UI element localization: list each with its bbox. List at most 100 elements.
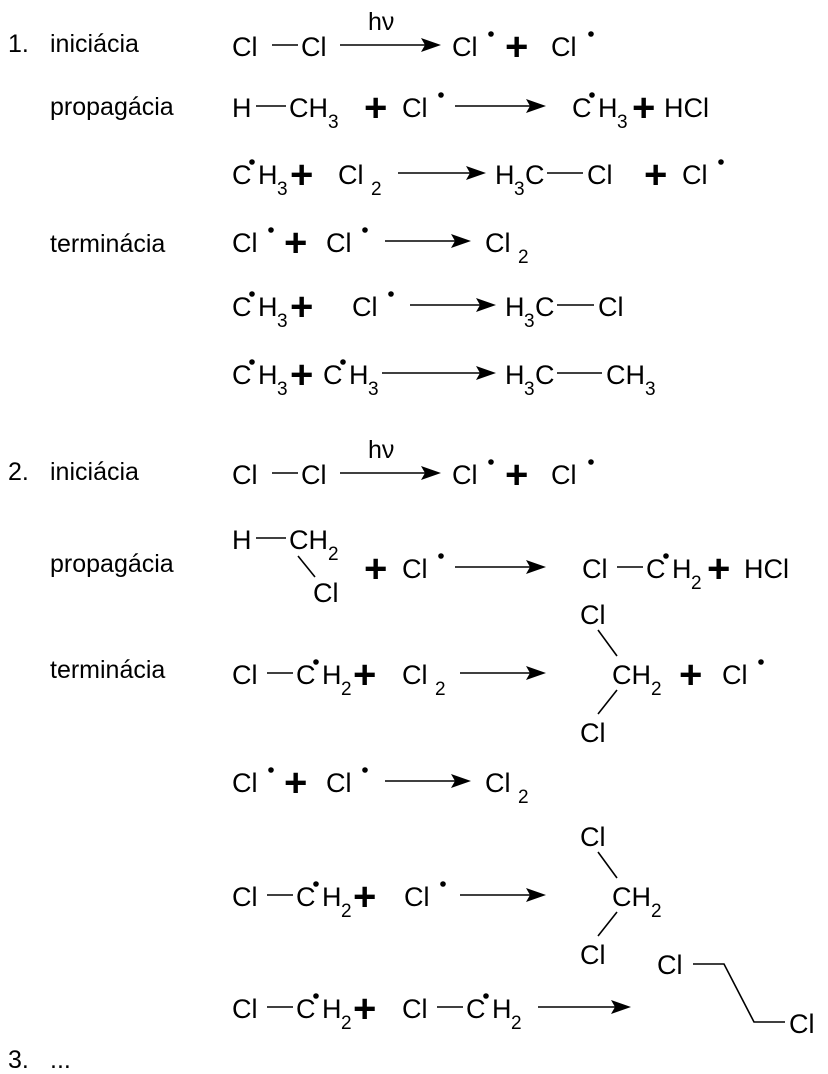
arrow-head [421, 38, 441, 52]
subscript-3: 3 [328, 112, 339, 133]
radical-dot [340, 359, 346, 365]
atom-c: C [296, 660, 316, 690]
atom-c: C [646, 554, 666, 584]
arrow-head [451, 774, 471, 788]
plus-sign: + [284, 221, 307, 265]
arrow-head [526, 560, 546, 574]
radical-dot [313, 881, 319, 887]
atom-h: H [322, 660, 342, 690]
reaction-propagation-1a: H CH 3 + Cl C H 3 + HCl [232, 86, 709, 133]
atom-cl: Cl [402, 660, 428, 690]
atom-h: H [322, 994, 342, 1024]
radical-dot [249, 359, 255, 365]
atom-cl: Cl [232, 460, 258, 490]
label-initiation-1: iniciácia [50, 30, 139, 58]
atom-cl: Cl [232, 994, 258, 1024]
atom-ch: CH [612, 660, 651, 690]
atom-cl: Cl [326, 768, 352, 798]
radical-dot [249, 159, 255, 165]
subscript-2: 2 [651, 901, 662, 922]
reaction-termination-1a: Cl + Cl Cl 2 [232, 221, 529, 268]
plus-sign: + [353, 653, 376, 697]
radical-dot [488, 459, 494, 465]
subscript-3: 3 [277, 379, 288, 400]
arrow-head [526, 99, 546, 113]
condition-hv: hν [368, 436, 394, 464]
atom-c: C [535, 292, 555, 322]
atom-cl: Cl [232, 882, 258, 912]
atom-ch: CH [606, 360, 645, 390]
atom-cl: Cl [485, 228, 511, 258]
subscript-2: 2 [435, 679, 446, 700]
atom-c: C [232, 292, 252, 322]
subscript-2: 2 [341, 1013, 352, 1034]
arrow-head [526, 888, 546, 902]
step-number-2: 2. [8, 458, 29, 486]
section-2: 2. iniciácia propagácia terminácia Cl Cl… [8, 436, 815, 1039]
arrow-head [526, 666, 546, 680]
atom-h: H [505, 292, 525, 322]
atom-cl: Cl [232, 32, 258, 62]
subscript-3: 3 [368, 379, 379, 400]
atom-c: C [232, 160, 252, 190]
product-hcl: HCl [744, 554, 789, 584]
atom-h: H [598, 93, 618, 123]
bond-line [597, 911, 618, 937]
atom-cl: Cl [551, 32, 577, 62]
plus-sign: + [632, 86, 655, 130]
subscript-2: 2 [371, 179, 382, 200]
atom-cl: Cl [232, 228, 258, 258]
atom-h: H [258, 160, 278, 190]
radical-dot [440, 881, 446, 887]
section-3: 3. ... [8, 1046, 71, 1074]
step-number-3: 3. [8, 1046, 29, 1074]
radical-dot [362, 767, 368, 773]
reaction-initiation-2: Cl Cl hν Cl + Cl [232, 436, 594, 497]
subscript-2: 2 [518, 787, 529, 808]
atom-cl: Cl [789, 1009, 815, 1039]
atom-h: H [672, 554, 692, 584]
reaction-propagation-2b: Cl C H 2 + Cl 2 Cl CH 2 Cl + Cl [232, 600, 764, 748]
subscript-3: 3 [524, 379, 535, 400]
arrow-head [466, 166, 486, 180]
atom-cl: Cl [485, 768, 511, 798]
plus-sign: + [290, 353, 313, 397]
radical-dot [362, 227, 368, 233]
radical-dot [589, 92, 595, 98]
plus-sign: + [353, 987, 376, 1031]
bond-line [597, 689, 618, 715]
step-number-1: 1. [8, 30, 29, 58]
label-initiation-2: iniciácia [50, 458, 139, 486]
plus-sign: + [290, 285, 313, 329]
label-propagation-1: propagácia [50, 93, 174, 121]
plus-sign: + [505, 25, 528, 69]
subscript-3: 3 [645, 379, 656, 400]
atom-cl: Cl [352, 292, 378, 322]
atom-cl: Cl [313, 578, 339, 608]
subscript-3: 3 [617, 112, 628, 133]
atom-h: H [349, 360, 369, 390]
atom-cl: Cl [338, 160, 364, 190]
atom-cl: Cl [402, 93, 428, 123]
subscript-3: 3 [514, 179, 525, 200]
atom-ch: CH [612, 882, 651, 912]
atom-c: C [296, 882, 316, 912]
bond-line [297, 555, 316, 578]
atom-c: C [232, 360, 252, 390]
atom-h: H [495, 160, 515, 190]
atom-cl: Cl [582, 554, 608, 584]
radical-dot [588, 459, 594, 465]
radical-dot [313, 993, 319, 999]
plus-sign: + [364, 86, 387, 130]
atom-cl: Cl [232, 768, 258, 798]
atom-ch: CH [289, 93, 328, 123]
atom-c: C [525, 160, 545, 190]
atom-c: C [323, 360, 343, 390]
radical-dot [588, 31, 594, 37]
bond-line [597, 851, 618, 879]
arrow-head [476, 298, 496, 312]
plus-sign: + [505, 453, 528, 497]
atom-cl: Cl [232, 660, 258, 690]
atom-cl: Cl [301, 460, 327, 490]
atom-h: H [232, 93, 252, 123]
